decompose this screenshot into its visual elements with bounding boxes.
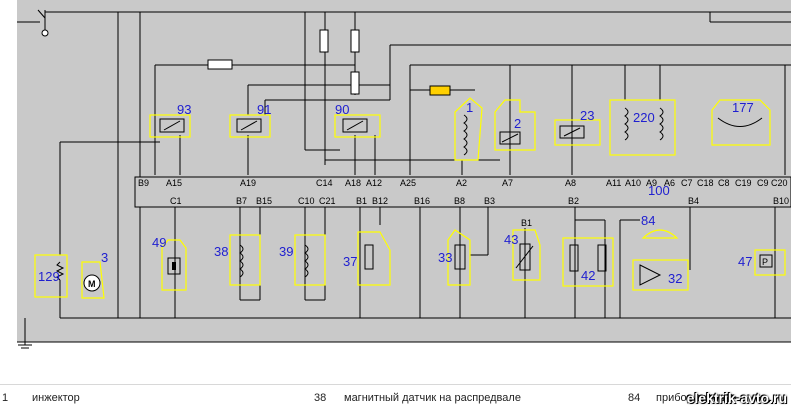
pin-label: B10 <box>773 196 789 206</box>
sensor-38: 38 <box>214 234 261 286</box>
pin-label: B7 <box>236 196 247 206</box>
potentiometer-33: 33 <box>438 229 471 286</box>
pin-label: C18 <box>697 178 714 188</box>
pin-label: C1 <box>170 196 182 206</box>
legend-num: 1 <box>2 392 9 404</box>
legend-num: 38 <box>314 392 327 404</box>
pin-label: A12 <box>366 178 382 188</box>
component-number: 49 <box>152 235 166 250</box>
pin-label: C10 <box>298 196 315 206</box>
distributor-177: 177 <box>711 99 771 146</box>
gauge-84: 84 <box>641 213 679 239</box>
pin-label: B16 <box>414 196 430 206</box>
pin-label: A25 <box>400 178 416 188</box>
pin-label: A8 <box>565 178 576 188</box>
connector-labels-top: B9 A15 A19 C14 A18 A12 A25 A2 A7 A8 A11 … <box>138 178 788 188</box>
pin-label: C8 <box>718 178 730 188</box>
component-number: 100 <box>648 183 670 198</box>
component-number: 38 <box>214 244 228 259</box>
pin-label: C14 <box>316 178 333 188</box>
diagram-background <box>17 0 791 342</box>
pin-label: C19 <box>735 178 752 188</box>
pin-label: B15 <box>256 196 272 206</box>
pin-label: C21 <box>319 196 336 206</box>
ignition-coil-220: 220 100 <box>609 99 676 198</box>
component-number: 3 <box>101 250 108 265</box>
connector-labels-bottom: C1 B7 B15 C10 C21 B1 B12 B16 B8 B3 B1 B2… <box>170 196 789 228</box>
module-32: 32 <box>632 259 689 291</box>
component-42: 42 <box>562 237 614 287</box>
pin-label: B8 <box>454 196 465 206</box>
pin-label: C9 <box>757 178 769 188</box>
component-number: 39 <box>279 244 293 259</box>
component-129: 129 <box>34 254 68 298</box>
pin-label: B9 <box>138 178 149 188</box>
pin-label: C7 <box>681 178 693 188</box>
legend-num: 84 <box>628 392 641 404</box>
legend-text: магнитный датчик на распредвале <box>344 392 521 404</box>
switch-47: P 47 <box>738 249 786 276</box>
injector-1: 1 <box>454 97 483 161</box>
component-number: 177 <box>732 100 754 115</box>
component-number: 91 <box>257 102 271 117</box>
relay-91: 91 <box>229 102 271 138</box>
legend-row: 1 инжектор 38 магнитный датчик на распре… <box>0 387 791 409</box>
component-number: 129 <box>38 269 60 284</box>
fuel-pump-3: M 3 <box>81 250 108 299</box>
pin-label: A10 <box>625 178 641 188</box>
pin-label: B4 <box>688 196 699 206</box>
pin-label: A6 <box>664 178 675 188</box>
component-number: 90 <box>335 102 349 117</box>
pin-label: B12 <box>372 196 388 206</box>
valve-2: 2 <box>494 99 536 151</box>
component-number: 37 <box>343 254 357 269</box>
svg-text:M: M <box>88 279 96 289</box>
sensor-43: 43 <box>504 229 541 281</box>
pin-label: A19 <box>240 178 256 188</box>
component-number: 32 <box>668 271 682 286</box>
wiring-diagram: B9 A15 A19 C14 A18 A12 A25 A2 A7 A8 A11 … <box>17 0 791 349</box>
pin-label: A11 <box>606 178 621 188</box>
ground-symbol <box>18 344 32 349</box>
pin-label: A2 <box>456 178 467 188</box>
component-number: 47 <box>738 254 752 269</box>
component-number: 42 <box>581 268 595 283</box>
sensor-39: 39 <box>279 234 326 286</box>
pin-label: A7 <box>502 178 513 188</box>
component-number: 43 <box>504 232 518 247</box>
pin-label: B3 <box>484 196 495 206</box>
legend-text: прибор заводя <box>656 392 731 404</box>
relay-93: 93 <box>149 102 191 138</box>
relay-23: 23 <box>554 108 601 146</box>
watermark-text: elektrik-avto.ru <box>686 390 787 406</box>
pin-label: B2 <box>568 196 579 206</box>
component-number: 23 <box>580 108 594 123</box>
sensor-37: 37 <box>343 231 391 286</box>
pin-label: A15 <box>166 178 182 188</box>
switch-49: 49 <box>152 235 187 291</box>
pin-label: B1 <box>356 196 367 206</box>
fuses <box>207 29 451 96</box>
component-number: 2 <box>514 116 521 131</box>
legend-table: 1 инжектор 38 магнитный датчик на распре… <box>0 384 791 412</box>
pin-label: A9 <box>646 178 657 188</box>
component-number: 84 <box>641 213 655 228</box>
component-number: 93 <box>177 102 191 117</box>
svg-text:P: P <box>762 257 768 267</box>
pin-label: B1 <box>521 218 532 228</box>
component-number: 33 <box>438 250 452 265</box>
component-number: 1 <box>466 100 473 115</box>
component-number: 220 <box>633 110 655 125</box>
ecu-connector <box>134 176 791 208</box>
relay-90: 90 <box>334 102 381 138</box>
pin-label: C20 <box>771 178 788 188</box>
legend-text: инжектор <box>32 392 80 404</box>
pin-label: A18 <box>345 178 361 188</box>
